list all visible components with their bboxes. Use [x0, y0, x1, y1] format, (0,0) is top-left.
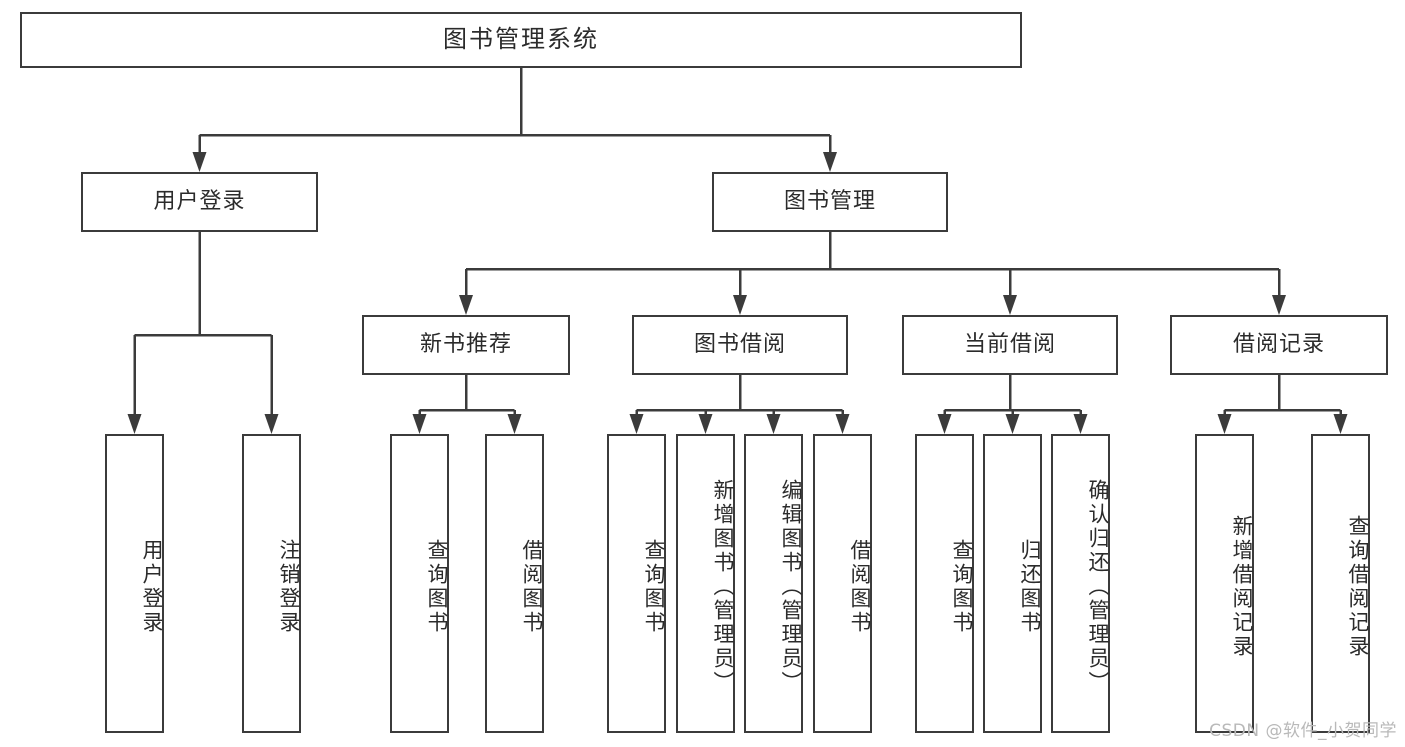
watermark-text: CSDN @软件_小贺同学	[1209, 721, 1397, 741]
node-book-manage[interactable]: 图书管理	[712, 172, 948, 232]
node-borrow-book-2[interactable]: 借阅图书	[813, 434, 872, 733]
node-label: 图书管理	[783, 189, 876, 215]
node-borrow-record[interactable]: 借阅记录	[1170, 315, 1388, 375]
node-borrow-book-1[interactable]: 借阅图书	[485, 434, 544, 733]
node-label: 用户登录	[153, 189, 246, 215]
node-query-book-3[interactable]: 查询图书	[915, 434, 974, 733]
node-book-borrow[interactable]: 图书借阅	[632, 315, 848, 375]
node-label: 查询图书	[425, 538, 449, 635]
node-label: 借阅图书	[520, 538, 544, 635]
node-label: 确认归还（管理员）	[1086, 478, 1110, 695]
node-return-book[interactable]: 归还图书	[983, 434, 1042, 733]
node-label: 注销登录	[277, 538, 301, 635]
node-label: 新增借阅记录	[1230, 514, 1254, 659]
node-label: 查询图书	[642, 538, 666, 635]
node-label: 新书推荐	[419, 332, 512, 358]
node-label: 用户登录	[140, 538, 164, 635]
node-root-system[interactable]: 图书管理系统	[20, 12, 1022, 68]
node-label: 查询借阅记录	[1346, 514, 1370, 659]
node-label: 当前借阅	[963, 332, 1056, 358]
node-user-login-do[interactable]: 用户登录	[105, 434, 164, 733]
node-user-login[interactable]: 用户登录	[81, 172, 318, 232]
node-query-book-2[interactable]: 查询图书	[607, 434, 666, 733]
node-label: 新增图书（管理员）	[711, 478, 735, 695]
node-label: 查询图书	[950, 538, 974, 635]
node-add-borrow-record[interactable]: 新增借阅记录	[1195, 434, 1254, 733]
node-new-book-recommend[interactable]: 新书推荐	[362, 315, 570, 375]
node-query-borrow-record[interactable]: 查询借阅记录	[1311, 434, 1370, 733]
node-add-book-admin[interactable]: 新增图书（管理员）	[676, 434, 735, 733]
node-query-book-1[interactable]: 查询图书	[390, 434, 449, 733]
node-current-borrow[interactable]: 当前借阅	[902, 315, 1118, 375]
node-label: 借阅记录	[1232, 332, 1325, 358]
node-label: 图书管理系统	[443, 25, 599, 54]
node-edit-book-admin[interactable]: 编辑图书（管理员）	[744, 434, 803, 733]
node-label: 归还图书	[1018, 538, 1042, 635]
node-label: 图书借阅	[693, 332, 786, 358]
node-user-logout[interactable]: 注销登录	[242, 434, 301, 733]
node-label: 编辑图书（管理员）	[779, 478, 803, 695]
node-label: 借阅图书	[848, 538, 872, 635]
node-confirm-return-admin[interactable]: 确认归还（管理员）	[1051, 434, 1110, 733]
